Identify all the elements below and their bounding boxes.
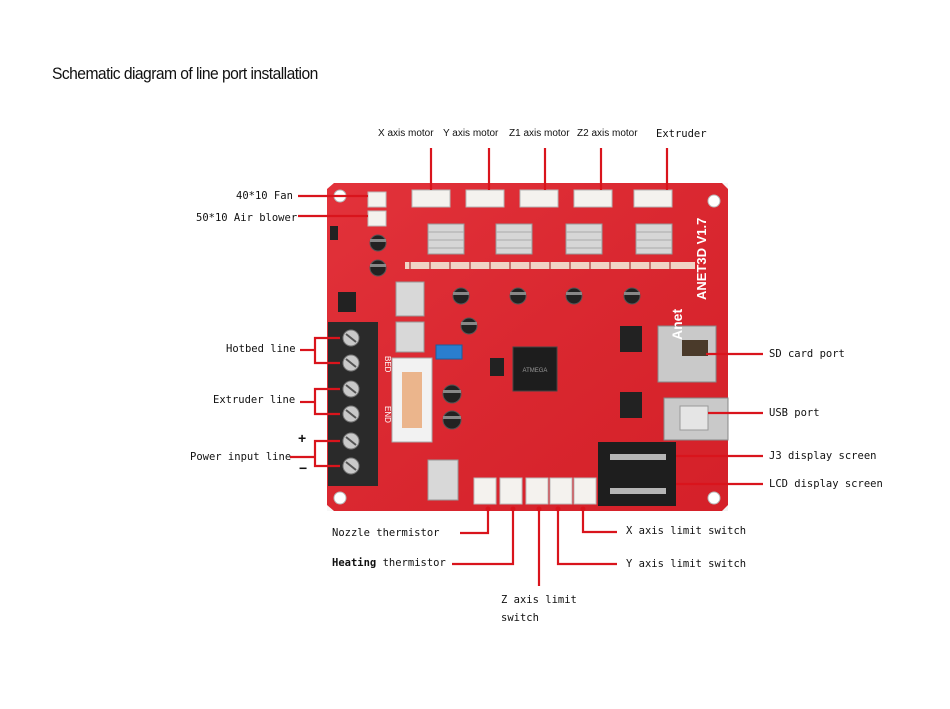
- label-usb-port: USB port: [769, 407, 820, 419]
- regulator-chip: [338, 292, 356, 312]
- label-z2-axis-motor: Z2 axis motor: [577, 128, 638, 139]
- silk-bed: BED: [383, 356, 392, 373]
- label-z-limit-line2: switch: [501, 612, 539, 624]
- label-lcd-display: LCD display screen: [769, 478, 883, 490]
- ic-2: [620, 392, 642, 418]
- callout-lines: [290, 148, 763, 586]
- label-sd-card-port: SD card port: [769, 348, 845, 360]
- fan-connector: [367, 191, 387, 208]
- mosfet-heatsink-2: [395, 321, 425, 353]
- label-hotbed-line: Hotbed line: [226, 343, 296, 355]
- label-nozzle-thermistor: Nozzle thermistor: [332, 527, 440, 539]
- mcu-label: ATMEGA: [523, 368, 548, 374]
- stepper-heatsinks: [427, 223, 673, 255]
- board-brand: ANET3D V1.7: [694, 218, 709, 300]
- transistor: [330, 226, 338, 240]
- silk-end: END: [383, 406, 392, 423]
- label-extruder: Extruder: [656, 128, 707, 140]
- label-j3-display: J3 display screen: [769, 450, 877, 462]
- ic-1: [620, 326, 642, 352]
- label-heating-thermistor: Heating thermistor: [332, 557, 446, 569]
- label-x-limit-switch: X axis limit switch: [626, 525, 747, 537]
- label-extruder-line: Extruder line: [213, 394, 296, 406]
- sensor-connectors: [473, 477, 597, 505]
- mosfet-heatsink-3: [427, 459, 459, 501]
- mcu-chip: [512, 346, 558, 392]
- label-x-axis-motor: X axis motor: [378, 128, 434, 139]
- label-z1-axis-motor: Z1 axis motor: [509, 128, 570, 139]
- label-power-input-line: Power input line: [190, 451, 292, 463]
- label-heating-rest: thermistor: [376, 557, 446, 569]
- label-y-limit-switch: Y axis limit switch: [626, 558, 747, 570]
- label-y-axis-motor: Y axis motor: [443, 128, 499, 139]
- page-title: Schematic diagram of line port installat…: [52, 64, 318, 83]
- label-fan: 40*10 Fan: [236, 190, 293, 202]
- mount-hole-bl: [333, 491, 347, 505]
- motor-connectors: [411, 189, 673, 208]
- capacitors: [369, 234, 641, 430]
- label-heating-bold: Heating: [332, 557, 377, 569]
- mosfet-heatsink-1: [395, 281, 425, 317]
- plus-sign: +: [298, 430, 307, 446]
- board-logo: Anet: [669, 309, 685, 340]
- label-air-blower: 50*10 Air blower: [196, 212, 298, 224]
- mount-hole-br: [707, 491, 721, 505]
- mount-hole-tr: [707, 194, 721, 208]
- ic-3: [490, 358, 504, 376]
- fuse: [402, 372, 422, 428]
- relay-blue: [435, 344, 463, 360]
- callout-dots: [485, 506, 586, 512]
- minus-sign: −: [299, 460, 308, 476]
- blower-connector: [367, 210, 387, 227]
- label-z-limit-line1: Z axis limit: [501, 594, 577, 606]
